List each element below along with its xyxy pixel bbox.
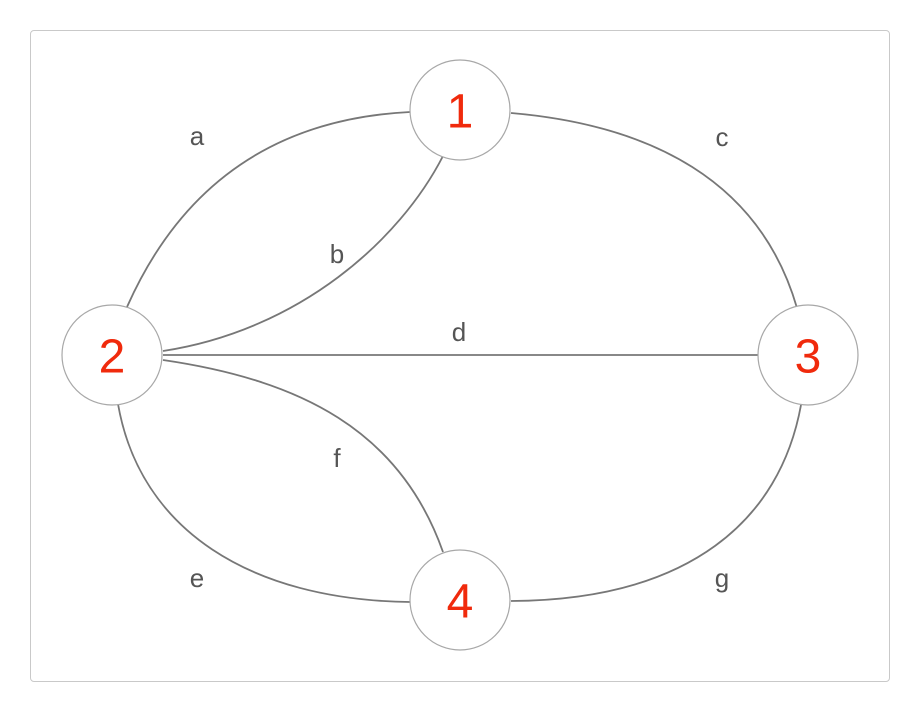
node-2: 2 [61,304,163,406]
node-1-circle [409,59,511,161]
edge-a [126,111,411,308]
node-1-label: 1 [447,86,474,139]
node-4-circle [409,549,511,651]
edge-label-b: b [330,239,344,269]
node-3-circle [757,304,859,406]
node-4-label: 4 [447,576,474,629]
edge-label-g: g [715,563,729,593]
edge-e [117,403,411,603]
node-2-circle [61,304,163,406]
edge-label-f: f [333,443,341,473]
edge-c [510,112,798,309]
edge-b [162,155,444,352]
node-3-label: 3 [795,331,822,384]
node-2-label: 2 [99,331,126,384]
edge-g [510,404,802,602]
node-3: 3 [757,304,859,406]
edge-f [162,359,444,553]
edge-label-d: d [452,317,466,347]
edge-label-c: c [716,122,729,152]
node-4: 4 [409,549,511,651]
node-1: 1 [409,59,511,161]
edge-label-e: e [190,563,204,593]
edge-label-a: a [190,121,205,151]
